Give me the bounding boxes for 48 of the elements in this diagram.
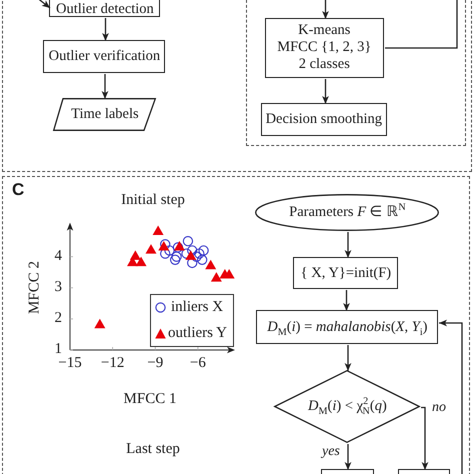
- arrow: [344, 232, 352, 258]
- step-label: 2 classes: [298, 56, 350, 74]
- axis-tick-label: −6: [188, 355, 207, 372]
- chart-title: Last step: [125, 441, 181, 458]
- step-label: Parameters F ∈ ℝ$^{N}$: [289, 204, 406, 222]
- legend-label: inliers X: [171, 299, 224, 316]
- legend-label: outliers Y: [168, 324, 228, 342]
- process-box: [49, 0, 160, 18]
- panel-letter: C: [12, 181, 24, 199]
- process-box: [256, 310, 438, 344]
- chart-title: Initial step: [120, 192, 186, 209]
- arrow: [421, 406, 428, 470]
- arrow: [102, 74, 108, 99]
- axis-tick-label: 3: [54, 278, 62, 296]
- output-parallelogram: [53, 98, 156, 132]
- group-frame: [246, 0, 466, 146]
- connector-line: [385, 0, 458, 49]
- axis-title: MFCC 1: [122, 391, 178, 408]
- arrow: [439, 320, 463, 474]
- process-box: [293, 257, 398, 290]
- start-ellipse: [255, 194, 440, 232]
- arrow: [322, 0, 329, 19]
- step-label: Time labels: [71, 106, 139, 124]
- step-label: Outlier detection: [56, 0, 154, 18]
- axis-tick-label: 2: [54, 310, 62, 327]
- arrow: [344, 345, 352, 371]
- arrow: [343, 290, 350, 311]
- process-box: [43, 40, 166, 74]
- step-label: D$_{M}$(i) < χ$^{2}$$_{N}$(q): [308, 398, 387, 416]
- decision-diamond: [274, 370, 420, 444]
- axis-tick-label: 1: [54, 341, 62, 357]
- axis-tick-label: −15: [57, 355, 83, 372]
- arrow: [102, 18, 109, 41]
- arrow: [344, 444, 352, 470]
- axis-tick-label: −9: [146, 355, 164, 372]
- step-label: Outlier verification: [48, 48, 160, 66]
- process-box: [260, 102, 387, 136]
- step-label: D$_{M}$(i) = mahalanobis(X, Y$_{i}$): [267, 318, 428, 336]
- step-label: { X, Y}=init(F): [300, 264, 392, 282]
- process-box: [264, 18, 384, 78]
- arrow: [322, 79, 329, 104]
- axis-title: MFCC 2: [26, 260, 44, 316]
- step-label: MFCC {1, 2, 3}: [277, 39, 372, 56]
- panel-frame: [2, 0, 472, 172]
- step-label: K-means: [298, 22, 350, 40]
- step-label: Decision smoothing: [266, 110, 382, 128]
- axis-tick-label: −12: [100, 355, 126, 372]
- axis-tick-label: 4: [54, 248, 62, 265]
